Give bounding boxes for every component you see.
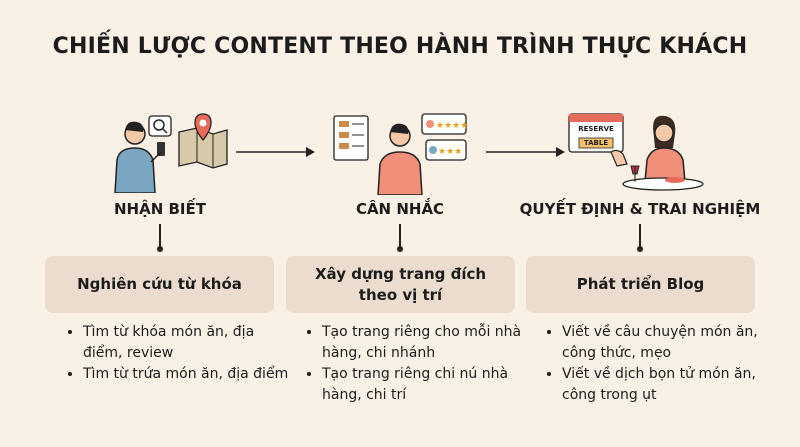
card-landing-pages: Xây dựng trang đích theo vị trí: [286, 256, 515, 313]
stage-label-decision: QUYẾT ĐỊNH & TRAI NGHIỆM: [519, 200, 761, 218]
bullet-list-decision: Viết về câu chuyện món ăn, công thức, mẹ…: [542, 322, 777, 406]
list-item: Viết về câu chuyện món ăn, công thức, mẹ…: [562, 322, 777, 364]
reserve-label: RESERVE: [578, 125, 614, 133]
svg-text:★★★★: ★★★★: [436, 121, 468, 131]
stage-label-consideration: CÂN NHẮC: [355, 200, 445, 218]
bullet-list-awareness: Tìm từ khóa món ăn, địa điểm, review Tìm…: [63, 322, 298, 385]
list-item: Viết về dịch bọn tử món ăn, công trong ụ…: [562, 364, 777, 406]
list-item: Tìm từ khóa món ăn, địa điểm, review: [83, 322, 298, 364]
svg-text:★★★: ★★★: [438, 147, 462, 157]
person-menu-reviews-icon: ★★★★ ★★★: [333, 113, 468, 195]
table-label: TABLE: [583, 139, 609, 147]
connector-line: [639, 224, 641, 250]
person-phone-map-icon: [114, 113, 228, 193]
connector-line: [159, 224, 161, 250]
card-keyword-research: Nghiên cứu từ khóa: [45, 256, 274, 313]
list-item: Tạo trang riêng chi nú nhà hàng, chi trí: [322, 364, 537, 406]
page-title: CHIẾN LƯỢC CONTENT THEO HÀNH TRÌNH THỰC …: [52, 34, 748, 59]
list-item: Tạo trang riêng cho mỗi nhà hàng, chi nh…: [322, 322, 537, 364]
woman-dining-reserve-icon: RESERVE TABLE: [565, 108, 705, 194]
stage-label-awareness: NHẬN BIẾT: [114, 200, 206, 218]
flow-arrow: [236, 147, 315, 157]
connector-dot: [157, 246, 163, 252]
connector-dot: [397, 246, 403, 252]
flow-arrow: [486, 147, 565, 157]
list-item: Tìm từ trứa món ăn, địa điểm: [83, 364, 298, 385]
bullet-list-consideration: Tạo trang riêng cho mỗi nhà hàng, chi nh…: [302, 322, 537, 406]
connector-line: [399, 224, 401, 250]
connector-dot: [637, 246, 643, 252]
card-blog: Phát triển Blog: [526, 256, 755, 313]
